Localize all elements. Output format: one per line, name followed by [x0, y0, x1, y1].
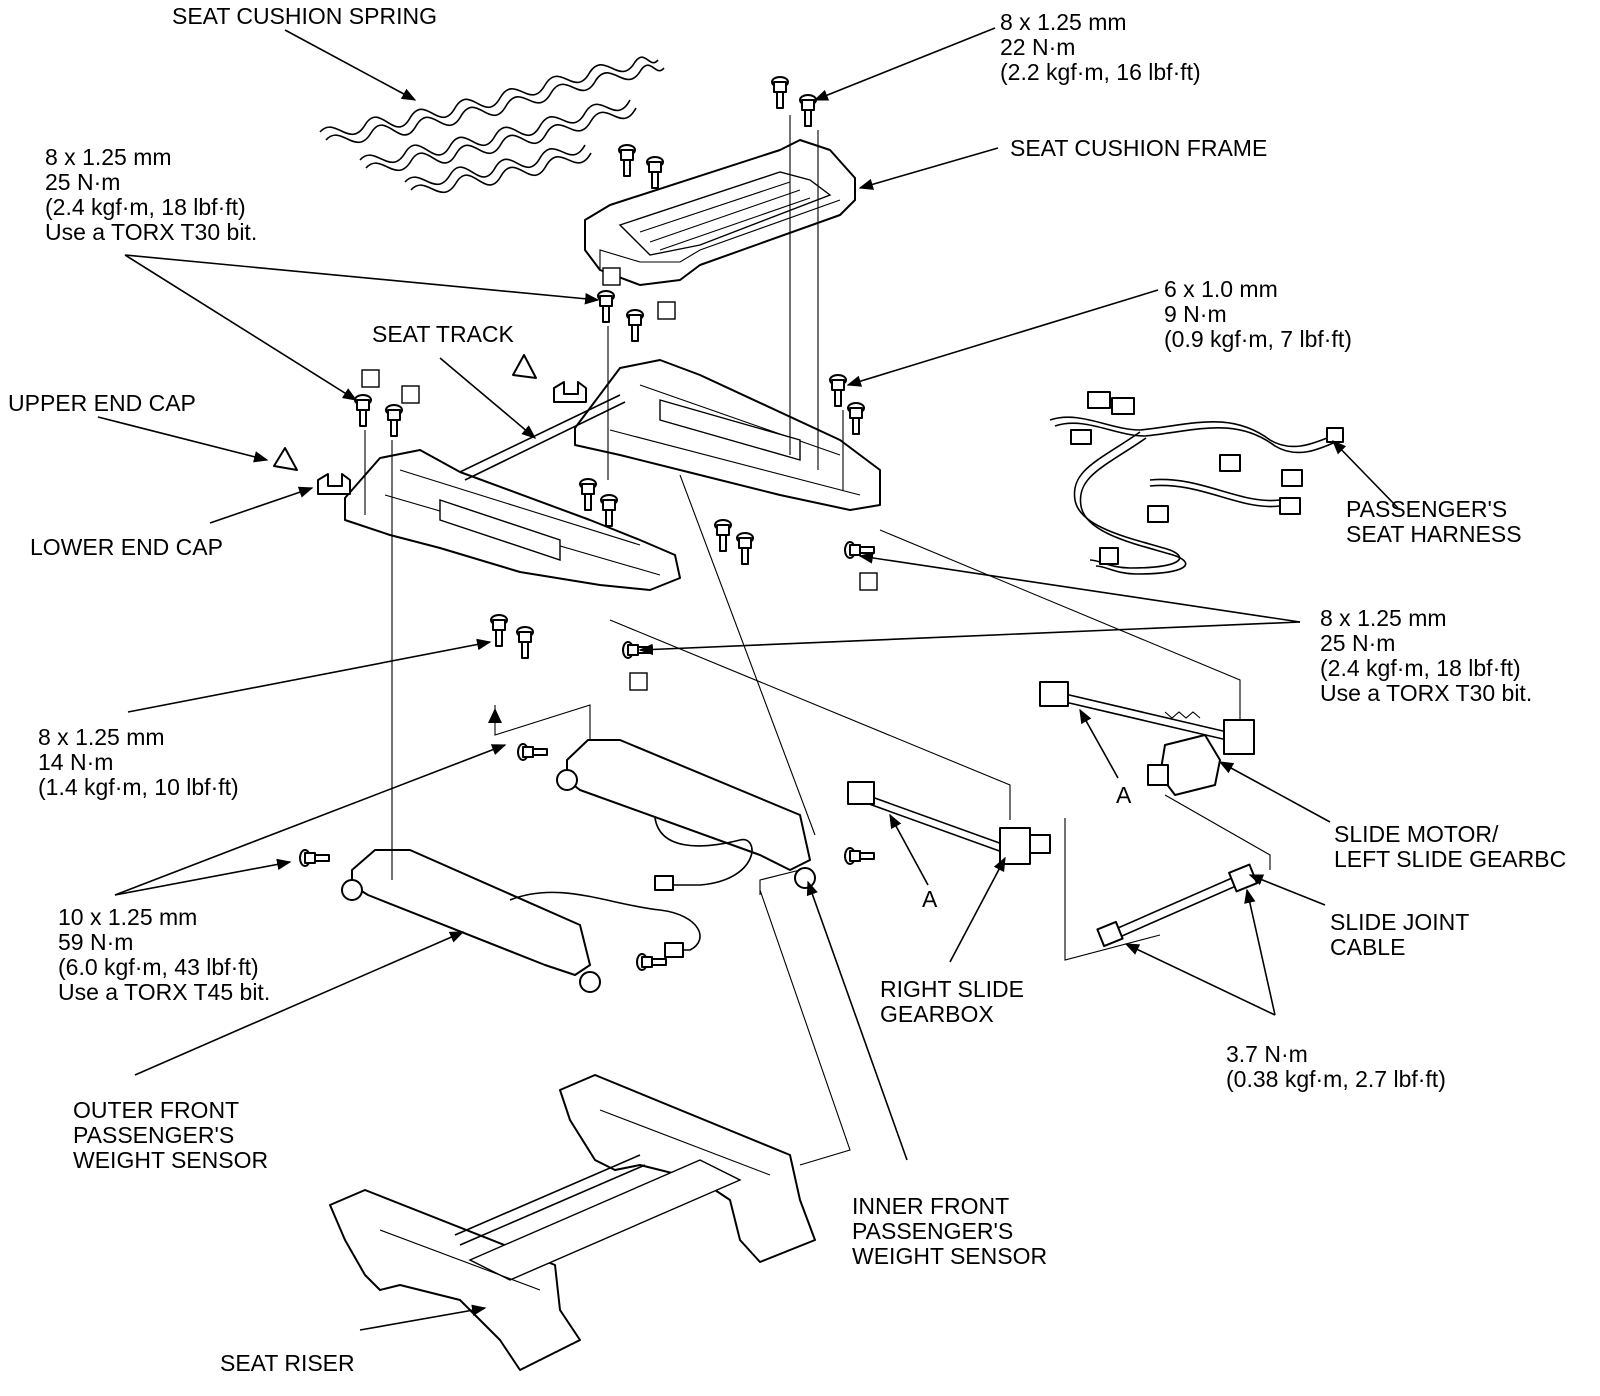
inner-weight-sensor-label: INNER FRONT PASSENGER'S WEIGHT SENSOR: [852, 1193, 1048, 1269]
seat-track-left-rail: [344, 449, 681, 591]
spec-torque: 9 N·m: [1164, 301, 1227, 327]
right-slide-gearbox-label: RIGHT SLIDE GEARBOX: [880, 976, 1024, 1027]
passenger-seat-harness-label: PASSENGER'S SEAT HARNESS: [1346, 496, 1522, 547]
seat-cushion-frame: [584, 139, 856, 286]
spec-size: 6 x 1.0 mm: [1164, 276, 1278, 302]
spec-torque-alt: (2.4 kgf·m, 18 lbf·ft): [45, 194, 246, 220]
reference-a-right: A: [1116, 782, 1132, 808]
outer-weight-sensor: [341, 849, 701, 993]
seat-track-right-rail: [574, 359, 881, 511]
spec-torque: 25 N·m: [1320, 630, 1396, 656]
replacement-marks: [361, 267, 878, 691]
inner-weight-sensor: [556, 739, 816, 891]
spec-torque: 3.7 N·m: [1226, 1041, 1308, 1067]
spec-torque-alt: (0.38 kgf·m, 2.7 lbf·ft): [1226, 1066, 1446, 1092]
bolt-spec-59nm: 10 x 1.25 mm 59 N·m (6.0 kgf·m, 43 lbf·f…: [58, 905, 270, 1005]
right-slide-gearbox: [847, 781, 1051, 865]
spec-size: 8 x 1.25 mm: [45, 144, 172, 170]
spec-size: 8 x 1.25 mm: [1320, 605, 1447, 631]
assembly-reference-lines: [364, 115, 1271, 1166]
spec-torque-alt: (1.4 kgf·m, 10 lbf·ft): [38, 774, 239, 800]
outer-weight-sensor-label: OUTER FRONT PASSENGER'S WEIGHT SENSOR: [73, 1097, 269, 1173]
upper-end-cap: [273, 354, 537, 471]
spec-size: 8 x 1.25 mm: [38, 724, 165, 750]
slide-motor-assembly: [1039, 681, 1255, 796]
bolt-spec-14nm: 8 x 1.25 mm 14 N·m (1.4 kgf·m, 10 lbf·ft…: [38, 725, 239, 800]
bolt-spec-track-upper: 8 x 1.25 mm 25 N·m (2.4 kgf·m, 18 lbf·ft…: [45, 145, 257, 245]
lower-end-cap-label: LOWER END CAP: [30, 534, 223, 560]
lower-end-cap: [317, 381, 587, 495]
spec-torque: 25 N·m: [45, 169, 121, 195]
spec-tool: Use a TORX T45 bit.: [58, 979, 271, 1005]
seat-cushion-spring: [319, 56, 665, 194]
reference-a-left: A: [922, 886, 938, 912]
spec-size: 8 x 1.25 mm: [1000, 9, 1127, 35]
spec-tool: Use a TORX T30 bit.: [1320, 680, 1533, 706]
seat-riser-label: SEAT RISER: [220, 1350, 355, 1376]
slide-joint-cable: [1096, 863, 1258, 948]
slide-joint-cable-label: SLIDE JOINT CABLE: [1330, 909, 1470, 960]
spec-size: 10 x 1.25 mm: [58, 904, 198, 930]
spec-torque: 22 N·m: [1000, 34, 1076, 60]
bolt-spec-frame: 8 x 1.25 mm 22 N·m (2.2 kgf·m, 16 lbf·ft…: [1000, 10, 1201, 85]
spec-torque-alt: (6.0 kgf·m, 43 lbf·ft): [58, 954, 259, 980]
spec-torque-alt: (0.9 kgf·m, 7 lbf·ft): [1164, 326, 1352, 352]
spec-torque-alt: (2.4 kgf·m, 18 lbf·ft): [1320, 655, 1521, 681]
upper-end-cap-label: UPPER END CAP: [8, 390, 196, 416]
leader-lines: [97, 27, 1399, 1331]
bolt-spec-track-lower: 8 x 1.25 mm 25 N·m (2.4 kgf·m, 18 lbf·ft…: [1320, 606, 1532, 706]
bolt-spec-6mm: 6 x 1.0 mm 9 N·m (0.9 kgf·m, 7 lbf·ft): [1164, 277, 1352, 352]
spec-torque-alt: (2.2 kgf·m, 16 lbf·ft): [1000, 59, 1201, 85]
slide-motor-label: SLIDE MOTOR/ LEFT SLIDE GEARBC: [1334, 821, 1567, 872]
spec-torque: 14 N·m: [38, 749, 114, 775]
spec-tool: Use a TORX T30 bit.: [45, 219, 258, 245]
seat-cushion-spring-label: SEAT CUSHION SPRING: [172, 3, 437, 29]
seat-riser: [329, 1074, 816, 1371]
seat-cushion-frame-label: SEAT CUSHION FRAME: [1010, 135, 1268, 161]
spec-torque: 59 N·m: [58, 929, 134, 955]
cable-torque-spec: 3.7 N·m (0.38 kgf·m, 2.7 lbf·ft): [1226, 1042, 1446, 1092]
passenger-seat-harness: [1049, 391, 1344, 575]
seat-track-label: SEAT TRACK: [372, 321, 514, 347]
